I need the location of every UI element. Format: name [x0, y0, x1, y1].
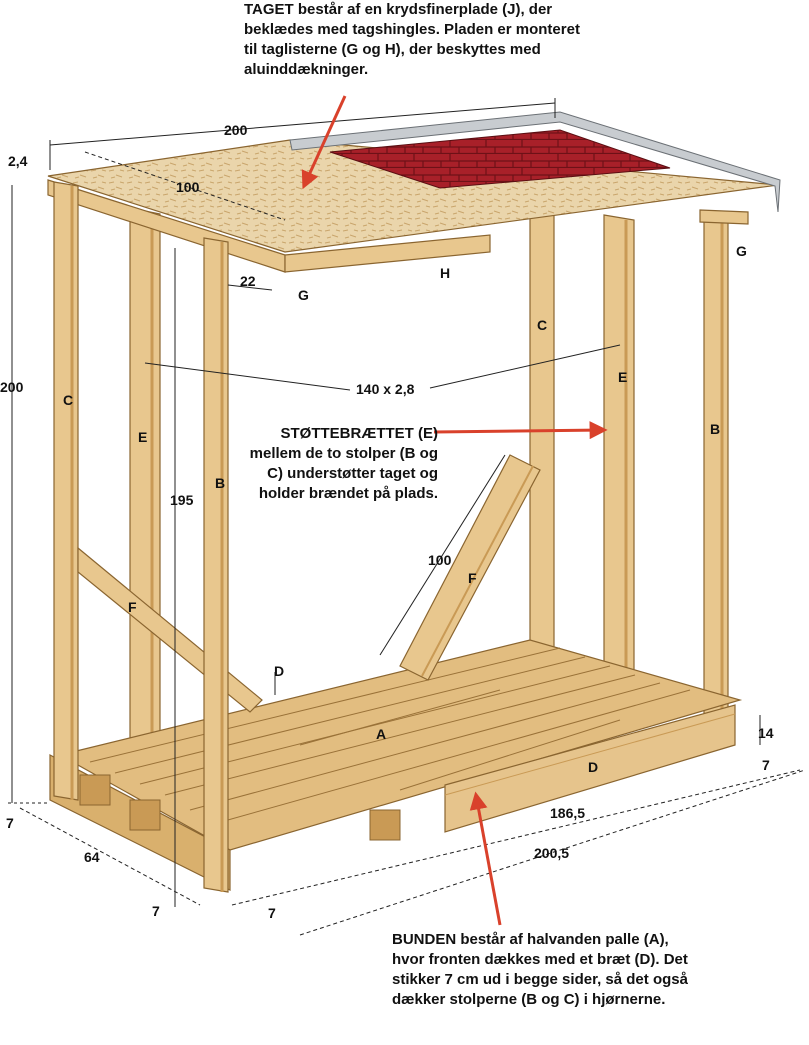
label-part-g-right: G: [736, 243, 747, 259]
label-part-b-right: B: [710, 421, 720, 437]
front-board-d: [444, 704, 736, 833]
label-part-g-left: G: [298, 287, 309, 303]
dim-base-overhang-left: 7: [6, 815, 14, 831]
post-c-right: [529, 207, 555, 661]
label-part-f-left: F: [128, 599, 137, 615]
support-note-text: mellem de to stolper (B og C) understøtt…: [249, 445, 438, 502]
brace-f-left: [77, 546, 263, 713]
dim-base-overhang-right: 7: [762, 757, 770, 773]
label-part-e-left: E: [138, 429, 147, 445]
dim-board-size: 140 x 2,8: [356, 381, 415, 397]
pallet-floor: [49, 639, 743, 891]
roof-note: TAGET består af en krydsfinerplade (J), …: [244, 0, 584, 80]
dim-rail-depth: 22: [240, 273, 256, 289]
dim-inner-height: 195: [170, 492, 194, 508]
dim-base-height: 14: [758, 725, 774, 741]
support-note: STØTTEBRÆTTET (E) mellem de to stolper (…: [248, 424, 438, 504]
post-c-left: [53, 181, 79, 801]
part-labels: A B B C C D D E E F F G G H: [63, 243, 747, 775]
dim-roof-width: 200: [224, 122, 248, 138]
back-post-right: [603, 214, 635, 701]
callout-arrows: [301, 95, 608, 926]
dim-front-overhang-side: 7: [268, 905, 276, 921]
back-post-left: [129, 207, 161, 771]
dim-post-height: 200: [0, 379, 24, 395]
base-arrow: [469, 791, 502, 926]
roof-arrow: [301, 95, 347, 190]
dim-brace-length: 100: [428, 552, 452, 568]
base-note-text: består af halvanden palle (A), hvor fron…: [392, 931, 688, 1008]
brace-f-right: [399, 454, 541, 681]
dim-front-overhang-bottom: 7: [152, 903, 160, 919]
label-part-a: A: [376, 726, 386, 742]
label-part-c-right: C: [537, 317, 547, 333]
post-b-right: [703, 217, 729, 719]
base-note: BUNDEN består af halvanden palle (A), hv…: [392, 930, 692, 1010]
dim-roof-thickness: 2,4: [8, 153, 28, 169]
base-note-heading: BUNDEN: [392, 931, 457, 948]
label-part-e-right: E: [618, 369, 627, 385]
dim-base-total-width: 200,5: [534, 845, 569, 861]
label-part-h: H: [440, 265, 450, 281]
dim-base-inner-width: 186,5: [550, 805, 585, 821]
dimension-labels: 200 100 2,4 22 200 140 x 2,8 195 100 14 …: [0, 122, 774, 921]
post-b-left: [203, 237, 229, 893]
label-part-b-left: B: [215, 475, 225, 491]
support-note-heading: STØTTEBRÆTTET (E): [280, 425, 439, 442]
label-part-d-front: D: [588, 759, 598, 775]
label-part-c-left: C: [63, 392, 73, 408]
label-part-f-right: F: [468, 570, 477, 586]
roof-note-heading: TAGET: [244, 1, 294, 18]
dim-roof-depth: 100: [176, 179, 200, 195]
support-arrow: [433, 421, 608, 440]
dim-base-depth: 64: [84, 849, 100, 865]
roof-note-text: består af en krydsfinerplade (J), der be…: [244, 1, 580, 78]
dimension-lines: [8, 98, 806, 936]
label-part-d-top: D: [274, 663, 284, 679]
